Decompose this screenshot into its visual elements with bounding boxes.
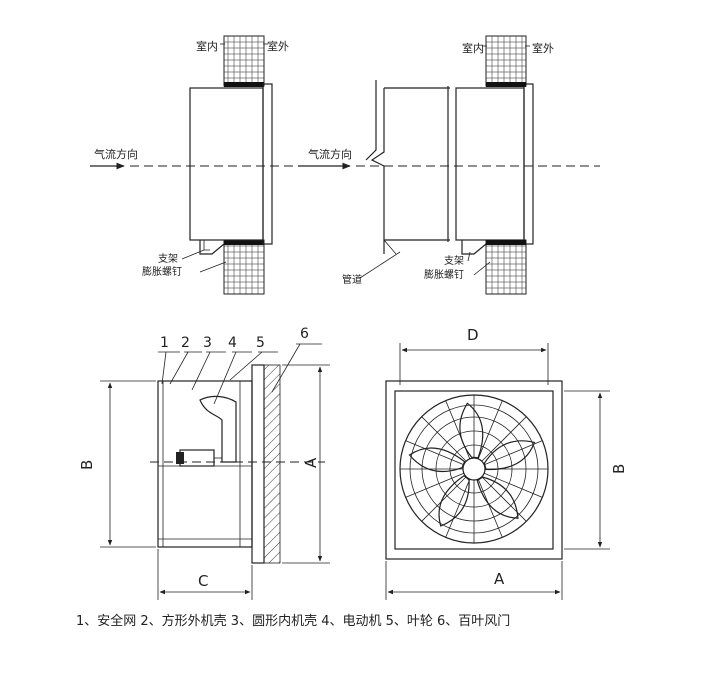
impeller-blade (438, 474, 470, 527)
guard-spoke (405, 440, 464, 466)
outdoor-label-right: 室外 (532, 41, 554, 55)
wall-hatch (263, 364, 281, 564)
top-right-installation: 气流方向 室内 室外 管道 支架 膨胀螺钉 (298, 35, 600, 295)
impeller-blade (483, 440, 536, 471)
fan-housing (189, 87, 264, 241)
duct-label: 管道 (342, 273, 362, 286)
dimension-a-side: A (302, 457, 320, 468)
indoor-label: 室内 (196, 39, 218, 53)
indoor-label-right: 室内 (462, 41, 484, 55)
dimension-c: C (198, 572, 208, 590)
dimension-d: D (467, 326, 479, 344)
part-number-1: 1 (160, 335, 169, 351)
part-number-2: 2 (181, 335, 190, 351)
bracket-label-right: 支架 (444, 255, 464, 267)
bracket-right (461, 240, 487, 255)
wall-lower-right (485, 239, 527, 295)
guard-spoke (421, 476, 467, 522)
guard-spokes (400, 395, 548, 543)
guard-spoke (421, 416, 467, 462)
outer-frame (385, 380, 563, 560)
guard-spoke (445, 479, 471, 538)
motor (179, 449, 215, 467)
part-number-4: 4 (228, 335, 237, 351)
guard-spoke (405, 472, 464, 498)
impeller-blade (476, 476, 519, 519)
louver-plate (262, 83, 273, 245)
inner-frame (394, 390, 554, 550)
guard-spoke (481, 416, 527, 462)
part-number-6: 6 (300, 326, 309, 342)
bolt-label-right: 膨胀螺钉 (424, 268, 464, 281)
impeller-blade (408, 447, 466, 473)
outdoor-label: 室外 (267, 39, 289, 53)
part-number-5: 5 (256, 335, 265, 351)
bracket (199, 240, 225, 255)
guard-spoke (477, 400, 503, 459)
front-view: D B A (385, 326, 628, 600)
bolt-label: 膨胀螺钉 (142, 265, 182, 278)
wall-seal-lower (224, 240, 264, 245)
wall-lower (223, 239, 265, 295)
airflow-label: 气流方向 (94, 147, 138, 161)
fan-housing-duct (455, 87, 525, 241)
wall-upper (223, 35, 265, 87)
guard-spoke (484, 440, 543, 466)
louver-plate-duct (523, 83, 534, 245)
impeller-blades (408, 402, 536, 527)
dimension-b-side: B (78, 460, 96, 470)
part-number-3: 3 (203, 335, 212, 351)
wall-upper-right (485, 35, 527, 87)
square-outer-casing (157, 380, 253, 548)
dimension-b-front: B (610, 464, 628, 474)
guard-spoke (481, 476, 527, 522)
guard-spoke (477, 479, 503, 538)
impeller-blade (459, 402, 484, 459)
side-section-view: 1 2 3 4 5 6 B A C (78, 326, 330, 600)
guard-spoke (484, 472, 543, 498)
parts-legend: 1、安全网 2、方形外机壳 3、圆形内机壳 4、电动机 5、叶轮 6、百叶风门 (76, 614, 511, 629)
bracket-label: 支架 (158, 253, 178, 265)
louver-damper (251, 364, 265, 564)
wall-seal-upper (224, 82, 264, 87)
duct (370, 88, 385, 254)
top-left-installation: 气流方向 室内 室外 支架 膨胀螺钉 (90, 35, 300, 295)
airflow-label-right: 气流方向 (308, 147, 352, 161)
impeller (199, 395, 237, 463)
dimension-a-front: A (494, 570, 505, 588)
